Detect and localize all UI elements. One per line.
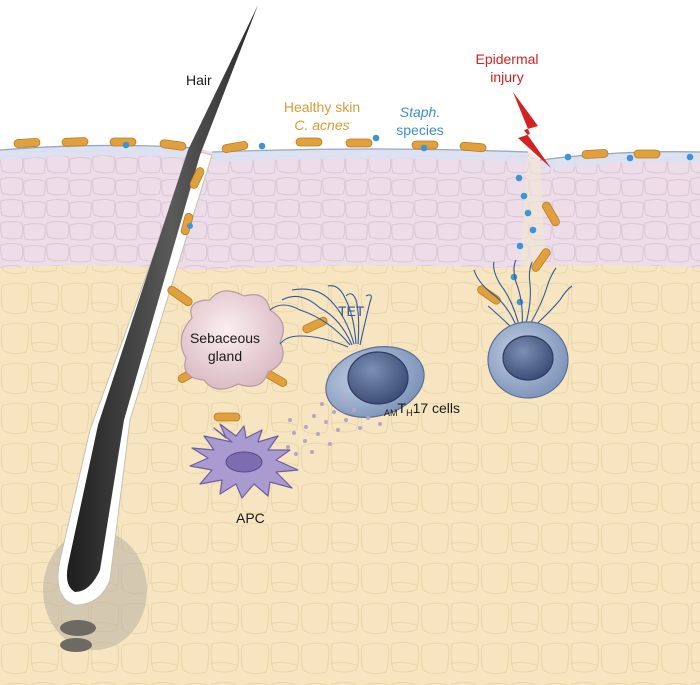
dermal-papilla-top xyxy=(60,620,96,636)
apc-label: APC xyxy=(236,510,265,526)
hair-label: Hair xyxy=(186,72,212,88)
healthy-skin-label: Healthy skin xyxy=(262,99,382,115)
th17-rest: 17 cells xyxy=(413,400,460,416)
epidermal-label: Epidermal xyxy=(462,51,552,67)
th17-cells-label: AMTH17 cells xyxy=(384,400,460,416)
staph-label: Staph. xyxy=(380,104,460,120)
tet-label: TET xyxy=(338,303,364,319)
injury-label: injury xyxy=(462,69,552,85)
sebaceous-label: Sebaceous xyxy=(180,330,270,346)
species-label: species xyxy=(380,122,460,138)
c-acnes-label: C. acnes xyxy=(262,117,382,133)
th17-t: T xyxy=(398,400,407,416)
gland-label: gland xyxy=(180,348,270,364)
dermal-papilla-bottom xyxy=(60,638,92,652)
th17-sub-am: AM xyxy=(384,408,398,418)
